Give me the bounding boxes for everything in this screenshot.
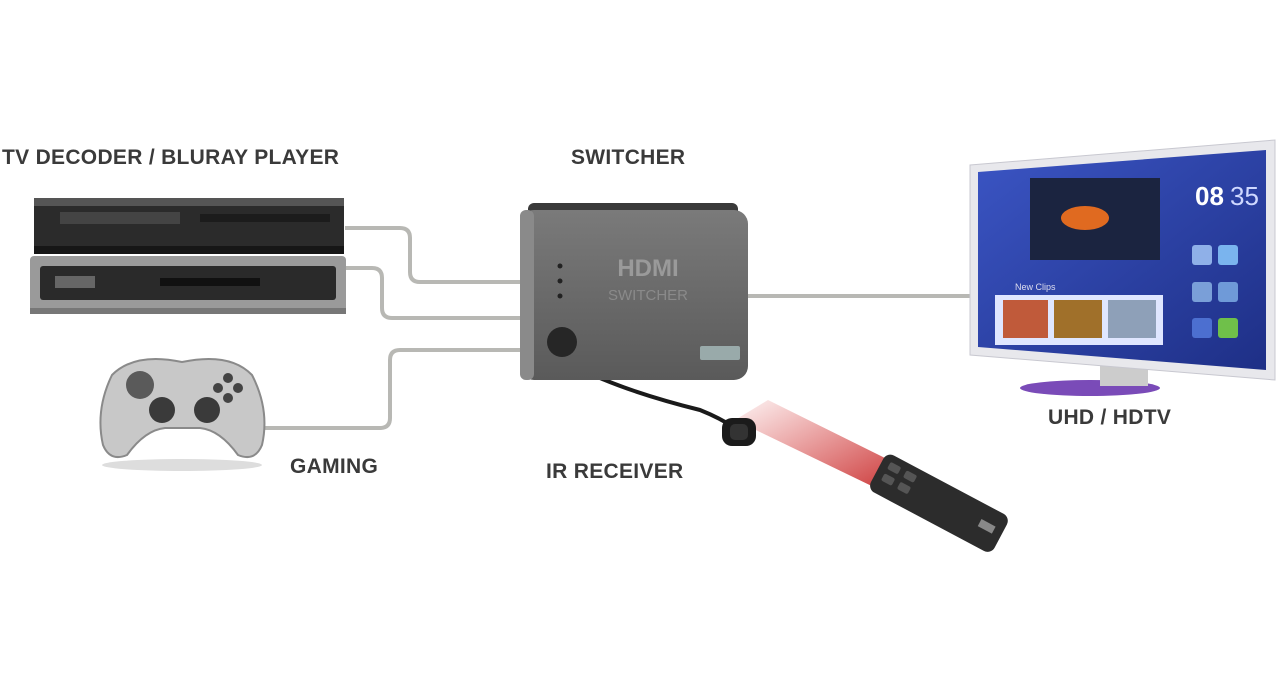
gamepad [99,358,266,471]
label-tv-decoder-bluray: TV DECODER / BLURAY PLAYER [2,146,340,169]
ir-cable [599,376,737,430]
hdmi-cables [262,226,972,430]
label-switcher: SWITCHER [571,146,686,169]
hdmi-switcher: HDMI SWITCHER [520,203,748,380]
tv-clock-minutes: 35 [1230,181,1259,211]
ir-receiver [722,418,756,446]
tv-clock-hours: 08 [1195,181,1224,211]
switcher-logo: HDMI [617,255,678,282]
ir-beam [735,400,905,490]
bluray-player [34,198,344,254]
switcher-sub-logo: SWITCHER [608,287,688,304]
cable-decoder [345,266,522,320]
label-gaming: GAMING [290,455,379,478]
remote-control [870,454,1008,552]
tv-decoder [30,256,346,314]
cable-bluray [345,226,522,284]
cable-gaming [262,348,522,430]
switcher-button [547,327,577,357]
uhd-tv: 08 35 New Clips [969,139,1276,396]
label-ir-receiver: IR RECEIVER [546,460,684,483]
label-uhd-hdtv: UHD / HDTV [1048,406,1172,429]
tv-section-title: New Clips [1015,282,1056,292]
